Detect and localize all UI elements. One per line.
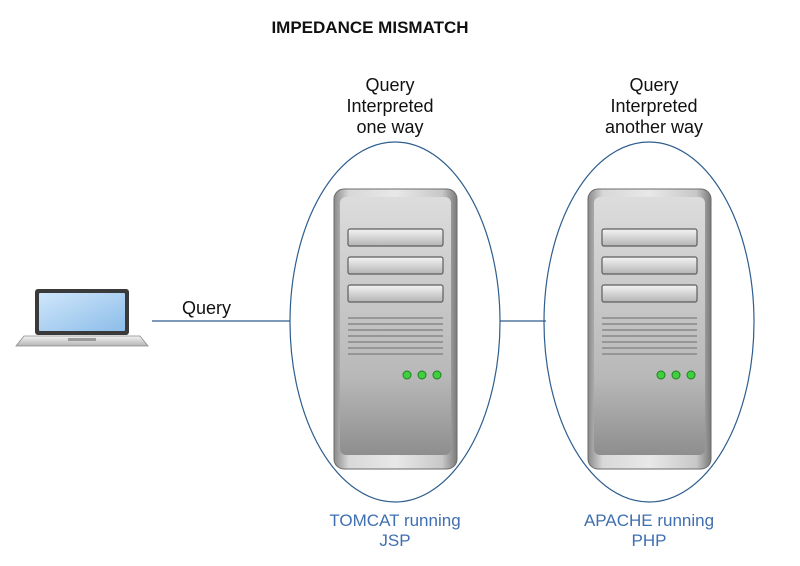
apache-boundary-ellipse	[543, 141, 755, 503]
server-tower-icon	[587, 188, 712, 470]
caption-line: JSP	[379, 531, 411, 550]
caption-line: PHP	[631, 531, 667, 550]
note-line: Query	[365, 75, 415, 95]
tomcat-interpretation-note: Query Interpreted one way	[320, 75, 460, 138]
tomcat-caption: TOMCAT running JSP	[305, 511, 485, 551]
query-link-label: Query	[182, 298, 232, 318]
laptop-icon	[15, 289, 149, 347]
note-line: Interpreted	[346, 96, 434, 116]
diagram-title: IMPEDANCE MISMATCH	[271, 18, 469, 37]
note-line: one way	[356, 117, 424, 137]
server-tower-icon	[333, 188, 458, 470]
note-line: Interpreted	[610, 96, 698, 116]
apache-interpretation-note: Query Interpreted another way	[574, 75, 734, 138]
apache-caption: APACHE running PHP	[559, 511, 739, 551]
note-line: Query	[629, 75, 679, 95]
caption-line: APACHE running	[583, 511, 715, 530]
note-line: another way	[604, 117, 704, 137]
caption-line: TOMCAT running	[329, 511, 461, 530]
tomcat-boundary-ellipse	[289, 141, 501, 503]
